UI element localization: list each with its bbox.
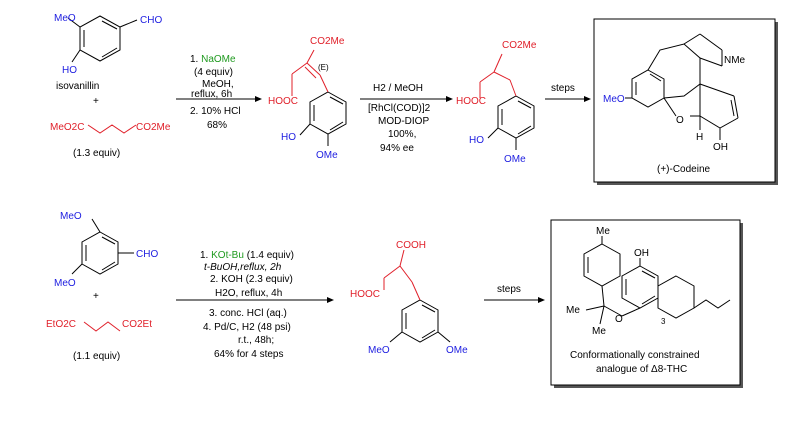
- step2-line3: MOD-DIOP: [378, 116, 429, 127]
- isovanillin-oh-label: HO: [62, 65, 77, 76]
- step3-label: steps: [551, 83, 575, 94]
- reaction-arrow-5-head: [538, 297, 545, 303]
- succinate-right-label: CO2Et: [122, 319, 152, 330]
- codeine-o-label: O: [676, 115, 684, 126]
- thc-locant-label: 3: [661, 317, 666, 326]
- step2-line1: H2 / MeOH: [373, 83, 423, 94]
- bottom-step1-line6: 4. Pd/C, H2 (48 psi): [203, 322, 291, 333]
- step1-line5: 2. 10% HCl: [190, 106, 241, 117]
- dimethoxybenzaldehyde-structure: MeO CHO MeO: [54, 211, 158, 289]
- alkylidene-succinate-structure: CO2Me (E) HOOC HO OMe: [268, 36, 347, 161]
- thc-box: [550, 219, 741, 386]
- step1-line1: 1. NaOMe: [190, 54, 236, 65]
- bottom-intermediate-ome-left-label: MeO: [368, 345, 390, 356]
- bottom-intermediate-acid-top-label: COOH: [396, 240, 426, 251]
- intermediate2-acid-label: HOOC: [456, 96, 486, 107]
- bottom-step1-line7: r.t., 48h;: [238, 335, 274, 346]
- intermediate1-ome-label: OMe: [316, 150, 338, 161]
- intermediate2-ome-label: OMe: [504, 154, 526, 165]
- codeine-box: [593, 18, 776, 183]
- succinate-left-label: EtO2C: [46, 319, 76, 330]
- intermediate1-ester-label: CO2Me: [310, 36, 345, 47]
- malonate-right-label: CO2Me: [136, 122, 171, 133]
- step1-line3: MeOH,: [202, 79, 234, 90]
- plus-sign-top: +: [93, 96, 99, 107]
- intermediate2-oh-label: HO: [469, 135, 484, 146]
- thc-oh-label: OH: [634, 248, 649, 259]
- thc-caption-line2: analogue of Δ8-THC: [596, 364, 687, 375]
- bottom-step1-line8: 64% for 4 steps: [214, 349, 283, 360]
- reaction-arrow-1-head: [255, 96, 262, 102]
- reaction-arrow-4-head: [327, 297, 334, 303]
- step1-line6: 68%: [207, 120, 227, 131]
- succinate-equiv: (1.1 equiv): [73, 351, 120, 362]
- codeine-oh-label: OH: [713, 142, 728, 153]
- thc-o-label: O: [615, 314, 623, 325]
- intermediate2-ester-label: CO2Me: [502, 40, 537, 51]
- codeine-meo-label: MeO: [603, 94, 625, 105]
- dimethyl-malonate-structure: MeO2C CO2Me: [50, 122, 171, 134]
- codeine-h-label: H: [696, 132, 703, 143]
- bottom-step1-line2: t-BuOH,reflux, 2h: [204, 262, 282, 273]
- codeine-name: (+)-Codeine: [657, 164, 711, 175]
- isovanillin-name: isovanillin: [56, 81, 99, 92]
- dimethoxybenzylsuccinic-acid-structure: COOH HOOC MeO OMe: [350, 240, 468, 356]
- intermediate1-acid-label: HOOC: [268, 96, 298, 107]
- thc-caption-line1: Conformationally constrained: [570, 350, 700, 361]
- bottom-step1-line3: 2. KOH (2.3 equiv): [210, 274, 293, 285]
- step1-line2: (4 equiv): [194, 67, 233, 78]
- plus-sign-bottom: +: [93, 291, 99, 302]
- step1-line4: reflux, 6h: [191, 89, 232, 100]
- bottom-intermediate-acid-left-label: HOOC: [350, 289, 380, 300]
- codeine-nme-label: NMe: [724, 55, 746, 66]
- bottom-intermediate-ome-right-label: OMe: [446, 345, 468, 356]
- step2-line5: 94% ee: [380, 143, 414, 154]
- reaction-arrow-2-head: [446, 96, 453, 102]
- benzylsuccinate-structure: CO2Me HOOC HO OMe: [456, 40, 537, 165]
- codeine-structure: MeO NMe O H OH: [603, 33, 746, 153]
- step2-line4: 100%,: [388, 129, 416, 140]
- intermediate1-oh-label: HO: [281, 132, 296, 143]
- bottom-step2-label: steps: [497, 284, 521, 295]
- bottom-step1-line4: H2O, reflux, 4h: [215, 288, 282, 299]
- thc-me1-label: Me: [566, 305, 580, 316]
- aldehyde-cho-label: CHO: [136, 249, 158, 260]
- isovanillin-structure: MeO CHO HO: [54, 13, 162, 76]
- aldehyde-ome-bottom-label: MeO: [54, 278, 76, 289]
- aldehyde-ome-top-label: MeO: [60, 211, 82, 222]
- thc-me2-label: Me: [592, 326, 606, 337]
- malonate-equiv: (1.3 equiv): [73, 148, 120, 159]
- isovanillin-cho-label: CHO: [140, 15, 162, 26]
- bottom-step1-line1: 1. KOt-Bu (1.4 equiv): [200, 250, 294, 261]
- diethyl-succinate-structure: EtO2C CO2Et: [46, 319, 152, 332]
- isovanillin-ome-label: MeO: [54, 13, 76, 24]
- intermediate1-stereo-label: (E): [318, 63, 329, 72]
- thc-me-top-label: Me: [596, 226, 610, 237]
- thc-analogue-structure: Me OH Me Me O 3: [566, 226, 731, 337]
- step2-line2: [RhCl(COD)]2: [368, 103, 431, 114]
- malonate-left-label: MeO2C: [50, 122, 84, 133]
- reaction-arrow-3-head: [584, 96, 591, 102]
- bottom-step1-line5: 3. conc. HCl (aq.): [209, 308, 287, 319]
